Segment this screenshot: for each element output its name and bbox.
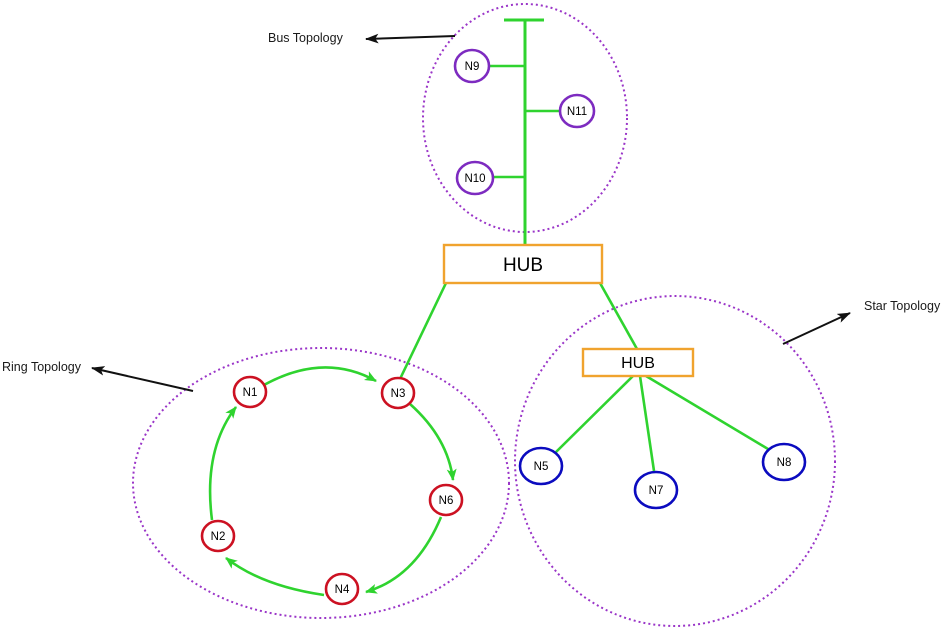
- node-n11-circle: [558, 93, 596, 129]
- ring-topology-label: Ring Topology: [2, 360, 82, 374]
- ring-topology-group: N1 N3 N6 N4 N2: [200, 366, 464, 606]
- node-n11-label: N11: [567, 106, 587, 118]
- main-hub-to-ring-link: [398, 282, 448, 380]
- node-n1-label: N1: [243, 387, 258, 399]
- main-hub-group: HUB: [398, 243, 639, 380]
- node-n5-label: N5: [534, 461, 549, 473]
- ring-topology-arrow: [91, 366, 194, 392]
- node-n6: N6: [428, 483, 464, 517]
- star-topology-group: HUB N5 N7 N8: [518, 347, 807, 510]
- node-n7: N7: [633, 470, 679, 510]
- node-n3-circle: [380, 376, 416, 410]
- star-topology-boundary: [514, 295, 836, 627]
- node-n6-circle: [428, 483, 464, 517]
- node-n8-circle: [761, 442, 807, 482]
- bus-topology-boundary: [422, 3, 628, 233]
- node-n10: N10: [455, 160, 495, 196]
- node-n3: N3: [380, 376, 416, 410]
- main-hub-label: HUB: [503, 255, 543, 276]
- ring-arc-n4-n2: [225, 556, 325, 597]
- node-n4: N4: [324, 572, 360, 606]
- node-n2-circle: [200, 519, 236, 553]
- node-n4-circle: [324, 572, 360, 606]
- star-hub-box: [581, 347, 695, 378]
- node-n9: N9: [453, 48, 491, 84]
- star-link-n8: [645, 374, 769, 451]
- bus-topology-arrow: [365, 33, 456, 44]
- node-n4-label: N4: [335, 584, 350, 596]
- star-link-n7: [638, 375, 656, 472]
- bus-topology-label: Bus Topology: [268, 31, 344, 45]
- ring-arc-n2-n1: [208, 406, 238, 521]
- node-n8-label: N8: [777, 457, 792, 469]
- node-n2-label: N2: [211, 531, 226, 543]
- node-n10-circle: [455, 160, 495, 196]
- node-n7-label: N7: [649, 485, 664, 497]
- ring-arc-n3-n6: [409, 403, 457, 481]
- star-topology-label: Star Topology: [864, 299, 941, 313]
- main-hub-box: [442, 243, 604, 285]
- bus-topology-group: N9 N11 N10: [453, 18, 596, 246]
- node-n10-label: N10: [464, 173, 485, 185]
- ring-arc-n1-n3: [263, 366, 377, 387]
- star-hub-label: HUB: [621, 355, 655, 372]
- node-n11: N11: [558, 93, 596, 129]
- ring-arc-n6-n4: [365, 516, 443, 594]
- ring-topology-boundary: [132, 347, 510, 619]
- node-n6-label: N6: [439, 495, 454, 507]
- node-n2: N2: [200, 519, 236, 553]
- node-n5: N5: [518, 446, 564, 486]
- node-n9-circle: [453, 48, 491, 84]
- annotations-group: Bus Topology Ring Topology Star Topology: [2, 31, 941, 392]
- node-n7-circle: [633, 470, 679, 510]
- main-hub-to-star-hub-link: [598, 282, 639, 350]
- node-n9-label: N9: [465, 61, 480, 73]
- node-n1: N1: [232, 375, 268, 409]
- node-n1-circle: [232, 375, 268, 409]
- star-topology-arrow: [782, 312, 851, 345]
- star-link-n5: [555, 375, 634, 453]
- node-n5-circle: [518, 446, 564, 486]
- node-n3-label: N3: [391, 388, 406, 400]
- node-n8: N8: [761, 442, 807, 482]
